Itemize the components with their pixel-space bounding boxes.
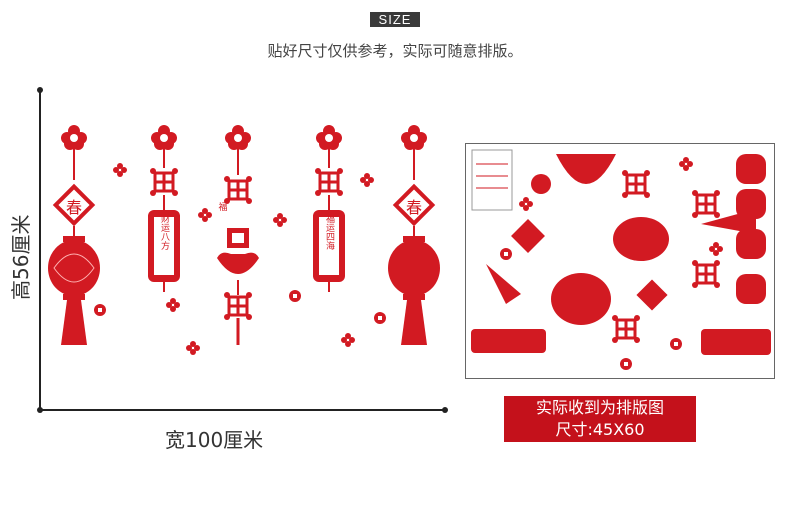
ingot-column-3: 福 — [217, 125, 259, 345]
lantern-column-4: 福运四海 — [313, 125, 345, 292]
caption-line-2: 尺寸:45X60 — [555, 420, 645, 439]
dimension-dot — [37, 87, 43, 93]
subtitle: 贴好尺寸仅供参考，实际可随意排版。 — [267, 42, 523, 60]
lantern-column-1: 春 — [48, 125, 100, 345]
layout-preview-art — [471, 149, 771, 370]
caption-box: 实际收到为排版图 尺寸:45X60 — [504, 396, 696, 442]
fu-char: 福 — [218, 201, 227, 213]
width-label: 宽100厘米 — [165, 428, 264, 452]
width-dimension-line — [39, 409, 445, 411]
layout-preview — [465, 143, 775, 379]
lantern-right-text: 福运四海 — [324, 213, 335, 251]
height-dimension-line — [39, 90, 41, 410]
lantern-column-5: 春 — [388, 125, 440, 345]
sticker-artwork: 春 财运八方 福 福运四海 — [48, 125, 440, 355]
spring-char: 春 — [406, 198, 422, 217]
dimension-dot — [37, 407, 43, 413]
dimension-dot — [442, 407, 448, 413]
caption-line-1: 实际收到为排版图 — [535, 398, 664, 417]
lantern-left-text: 财运八方 — [159, 213, 170, 251]
size-badge: SIZE — [370, 12, 420, 27]
spring-char: 春 — [66, 198, 82, 217]
lantern-column-2: 财运八方 — [148, 125, 180, 292]
